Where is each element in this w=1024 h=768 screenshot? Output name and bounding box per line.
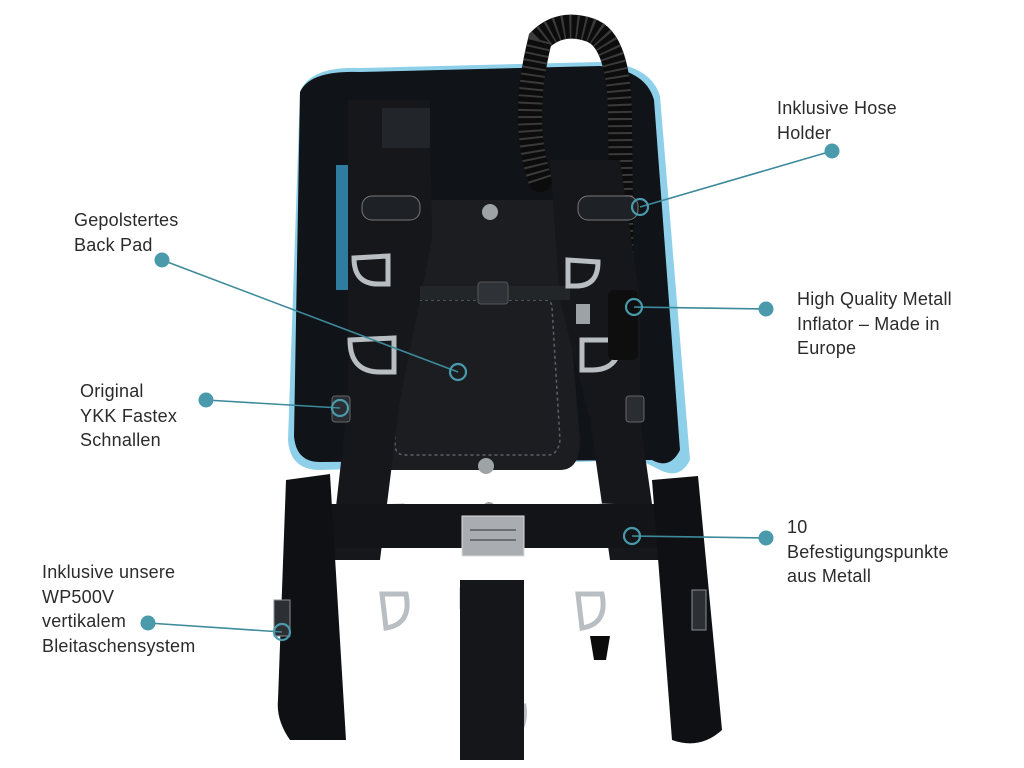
callout-line: Original xyxy=(80,381,144,401)
callout-line: Europe xyxy=(797,338,857,358)
left-pocket-buckle xyxy=(273,599,291,637)
left-weight-pocket xyxy=(277,474,346,740)
right-weight-pocket xyxy=(652,476,722,744)
left-logo-patch xyxy=(361,195,421,221)
chest-strap-buckle xyxy=(477,281,509,305)
fastex-buckle-right xyxy=(625,395,645,423)
belt-buckle-plate xyxy=(461,515,525,557)
callout-line: Holder xyxy=(777,122,832,143)
right-logo-patch xyxy=(577,195,639,221)
inflator-button xyxy=(576,304,590,324)
callout-line: Inklusive unsere xyxy=(42,562,176,582)
back-pad-stitching xyxy=(394,299,561,456)
callout-target-rings xyxy=(272,197,650,642)
callout-back-pad: Gepolstertes Back Pad xyxy=(74,208,178,257)
center-bolt-top xyxy=(482,204,498,220)
center-bolt-lower xyxy=(478,458,494,474)
callout-line: Inklusive Hose xyxy=(777,98,897,118)
callout-line: High Quality Metall xyxy=(797,289,952,309)
left-strap-pocket xyxy=(382,108,430,148)
callout-line: Back Pad xyxy=(74,234,153,255)
callout-weight-system: Inklusive unsere WP500V vertikalem Bleit… xyxy=(42,560,195,658)
callout-line: Inflator – Made in xyxy=(797,313,940,334)
inflator-hose xyxy=(518,14,634,312)
callout-line: vertikalem xyxy=(42,611,127,631)
callout-leaders xyxy=(147,150,833,633)
callout-line: Schnallen xyxy=(80,430,161,450)
crotch-strap xyxy=(460,580,524,760)
right-pocket-buckle xyxy=(691,589,707,631)
callout-line: Bleitaschensystem xyxy=(42,635,196,656)
callout-inflator: High Quality Metall Inflator – Made in E… xyxy=(797,287,952,361)
callout-attachment-points: 10 Befestigungspunkte aus Metall xyxy=(787,515,949,589)
callout-fastex: Original YKK Fastex Schnallen xyxy=(80,379,177,453)
callout-line: 10 xyxy=(787,517,808,537)
callout-dots xyxy=(140,143,840,631)
callout-line: Gepolstertes xyxy=(74,210,179,230)
callout-line: YKK Fastex xyxy=(80,405,178,426)
callout-hose-holder: Inklusive Hose Holder xyxy=(777,96,897,145)
callout-line: WP500V xyxy=(42,586,115,607)
callout-line: aus Metall xyxy=(787,566,872,586)
inflator-valve xyxy=(608,290,638,360)
callout-line: Befestigungspunkte xyxy=(787,541,949,562)
toggle-weight xyxy=(590,636,610,660)
